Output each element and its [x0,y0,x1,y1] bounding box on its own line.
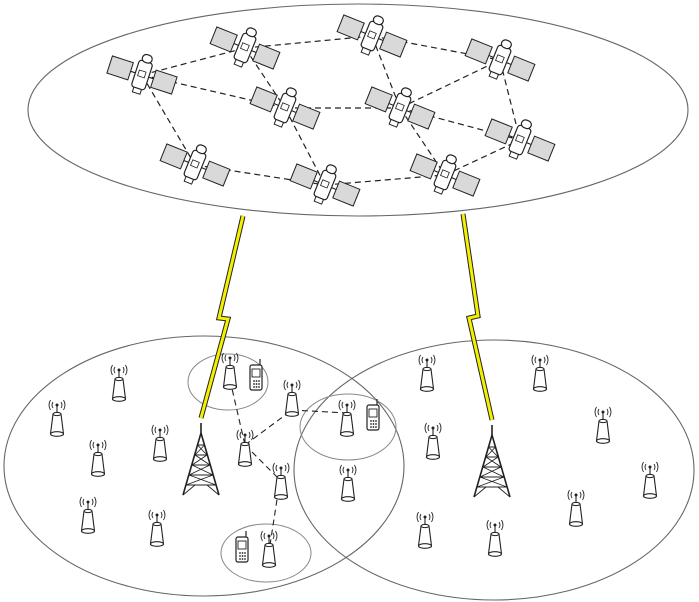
satellite-icon [285,152,365,216]
lightning-link-icon [198,215,246,419]
sensor-node-icon [148,509,166,547]
ground-region-right [293,339,695,601]
sensor-node-icon [339,464,357,502]
radio-links [198,213,495,421]
sensor-node-icon [89,439,107,477]
satellite-icon [245,75,325,139]
satellites [103,3,560,216]
sensor-node-icon [221,352,239,390]
mobile-phone-icon [366,398,380,431]
satellite-icon [155,132,235,196]
ground-region-left [3,335,405,597]
satellite-icon [480,107,560,171]
satellite-constellation-region [27,3,689,217]
mobile-phone-icon [235,530,249,563]
mobile-phone-icon [249,358,263,391]
sensor-node-icon [236,429,254,467]
satellite-icon [460,27,540,91]
cell-tower-icon [182,422,220,496]
sensor-node-icon [110,364,128,402]
sensor-node-icon [283,379,301,417]
mobile-devices [235,358,380,563]
sensor-node-icon [594,406,612,444]
local-cluster-top [187,353,269,411]
sensor-node-icon [486,519,504,557]
lightning-link-icon [460,213,495,421]
sensor-node-icon [151,424,169,462]
satellite-icon [103,43,182,105]
cell-tower-icon [473,424,511,498]
sensor-node-icon [567,489,585,527]
sensor-node-icon [531,354,549,392]
sensor-node-icon [48,399,66,437]
sensor-node-icon [260,530,278,568]
sensor-node-icon [272,462,290,500]
sensor-node-icon [416,511,434,549]
sensor-node-icon [641,461,659,499]
local-cluster-middle [299,393,397,461]
sensor-node-icon [79,496,97,534]
satellite-icon [205,15,285,79]
satellite-icon [405,142,485,206]
sensor-node-icon [424,422,442,460]
local-cluster-bottom [220,523,312,583]
sensor-node-icon [418,354,436,392]
sensor-node-icon [338,399,356,437]
satellite-icon [360,75,440,139]
satellite-icon [332,3,412,67]
